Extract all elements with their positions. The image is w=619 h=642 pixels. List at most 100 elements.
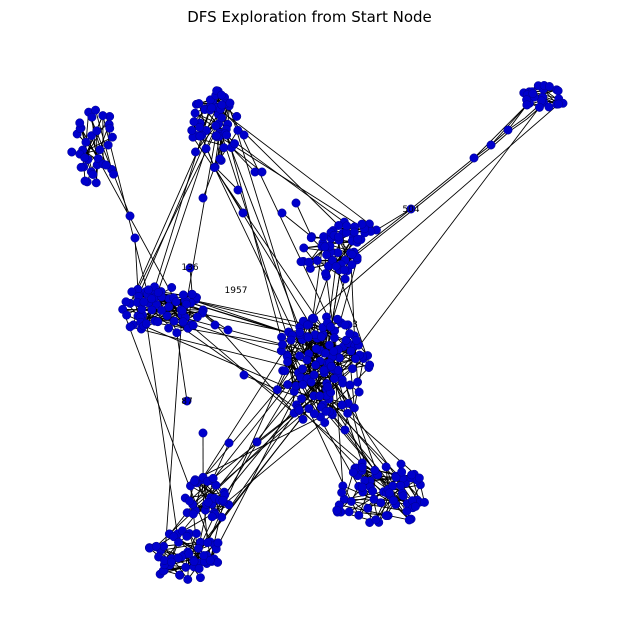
- graph-edge: [214, 167, 244, 214]
- graph-node: [98, 111, 108, 121]
- graph-node: [188, 509, 198, 519]
- graph-node: [349, 227, 359, 237]
- graph-node: [398, 491, 408, 501]
- graph-node: [122, 310, 132, 320]
- graph-node: [329, 374, 339, 384]
- graph-edge: [193, 362, 330, 561]
- graph-node: [321, 406, 331, 416]
- graph-node: [166, 557, 176, 567]
- graph-node: [147, 294, 157, 304]
- graph-node: [162, 311, 172, 321]
- graph-node: [344, 507, 354, 517]
- graph-node: [365, 360, 375, 370]
- graph-node: [185, 263, 195, 273]
- page-title: DFS Exploration from Start Node: [187, 8, 432, 26]
- graph-node: [345, 329, 355, 339]
- graph-node: [343, 408, 353, 418]
- graph-node: [320, 348, 330, 358]
- graph-node: [141, 319, 151, 329]
- graph-node: [139, 297, 149, 307]
- graph-node: [396, 481, 406, 491]
- graph-edge: [182, 384, 304, 532]
- graph-node: [130, 233, 140, 243]
- graph-node: [224, 438, 234, 448]
- graph-node: [143, 285, 153, 295]
- node-label: 3: [352, 320, 358, 330]
- graph-node: [217, 113, 227, 123]
- graph-node: [81, 137, 91, 147]
- graph-node: [147, 305, 157, 315]
- graph-node: [347, 260, 357, 270]
- graph-node: [554, 99, 564, 109]
- graph-node: [95, 145, 105, 155]
- graph-node: [283, 357, 293, 367]
- graph-node: [381, 511, 391, 521]
- graph-node: [298, 364, 308, 374]
- graph-node: [67, 147, 77, 157]
- graph-node: [410, 502, 420, 511]
- graph-node: [173, 553, 183, 563]
- graph-node: [414, 473, 424, 483]
- graph-node: [109, 169, 119, 179]
- graph-node: [238, 208, 248, 218]
- graph-node: [201, 144, 211, 154]
- graph-node: [302, 355, 312, 365]
- graph-node: [351, 354, 360, 364]
- graph-node: [257, 167, 267, 177]
- graph-node: [211, 131, 221, 141]
- graph-node: [535, 102, 544, 112]
- graph-node: [296, 257, 306, 267]
- graph-node: [87, 112, 97, 122]
- graph-node: [346, 497, 356, 506]
- graph-node: [311, 344, 321, 354]
- graph-node: [326, 361, 336, 371]
- graph-edge: [192, 484, 217, 505]
- graph-edge: [281, 212, 312, 237]
- graph-node: [469, 153, 479, 163]
- graph-edge: [218, 136, 365, 230]
- graph-node: [308, 313, 318, 323]
- graph-node: [80, 153, 90, 163]
- graph-node: [213, 538, 223, 548]
- graph-node: [304, 404, 314, 414]
- graph-node: [91, 105, 101, 115]
- graph-node: [402, 506, 412, 516]
- graph-node: [345, 380, 355, 390]
- graph-node: [376, 498, 386, 508]
- graph-node: [103, 140, 113, 150]
- graph-node: [302, 320, 312, 330]
- graph-node: [178, 290, 188, 300]
- graph-edge: [347, 209, 414, 262]
- graph-node: [311, 360, 321, 370]
- graph-node: [342, 221, 352, 231]
- graph-node: [125, 211, 135, 221]
- graph-node: [294, 405, 304, 415]
- graph-node: [222, 130, 232, 140]
- graph-node: [338, 378, 348, 388]
- node-label: 1957: [225, 286, 248, 296]
- graph-edge: [176, 332, 188, 402]
- graph-node: [208, 473, 218, 483]
- graph-node: [174, 537, 183, 547]
- graph-node: [91, 178, 101, 188]
- graph-edge: [231, 147, 256, 173]
- graph-node: [291, 198, 301, 208]
- graph-edge: [290, 340, 295, 414]
- graph-node: [324, 340, 334, 350]
- graph-node: [125, 322, 135, 332]
- graph-node: [326, 322, 336, 332]
- graph-node: [340, 320, 350, 330]
- graph-node: [334, 232, 343, 242]
- graph-node: [522, 100, 532, 110]
- graph-node: [354, 387, 364, 397]
- graph-edge: [507, 104, 528, 131]
- graph-edge: [276, 318, 313, 390]
- graph-node: [207, 103, 217, 113]
- graph-node: [298, 414, 308, 424]
- graph-node: [353, 377, 363, 387]
- graph-node: [357, 462, 367, 472]
- graph-node: [153, 317, 163, 327]
- graph-node: [211, 121, 221, 131]
- graph-edge: [201, 389, 278, 480]
